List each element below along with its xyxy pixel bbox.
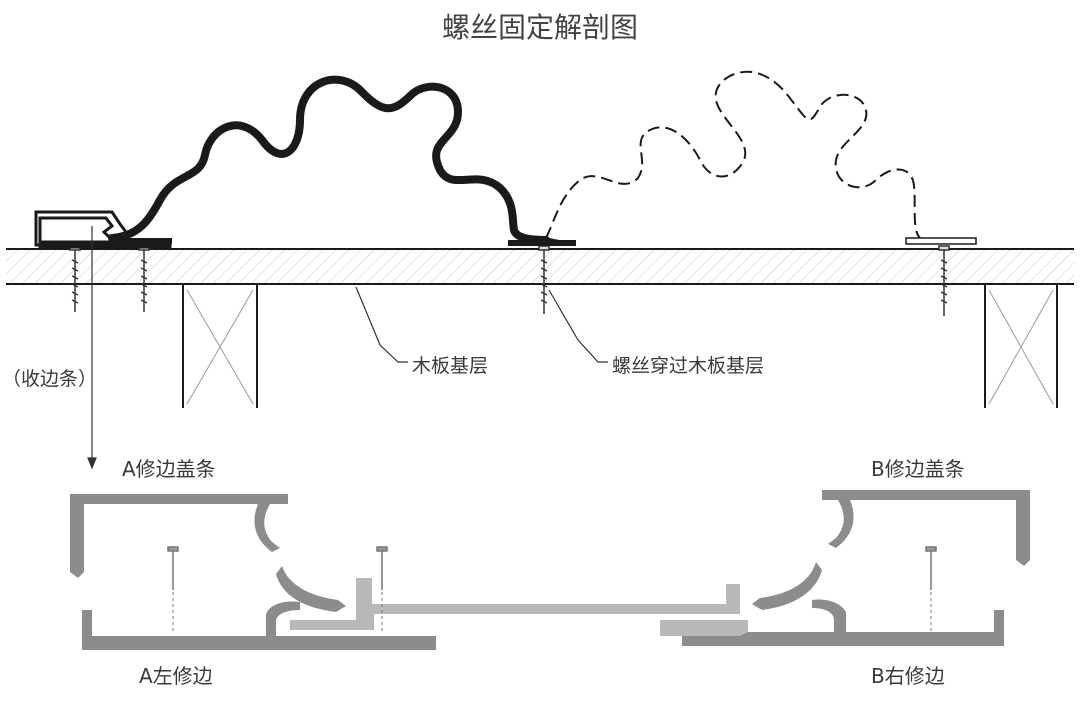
detail-arrow <box>87 226 97 470</box>
screw-through-label: 螺丝穿过木板基层 <box>612 355 765 377</box>
screw-3 <box>538 245 550 314</box>
wood-base-layer <box>6 248 1074 285</box>
solid-wavy-profile <box>108 75 550 244</box>
b-edge-label: B右修边 <box>871 664 945 688</box>
b-cover-jaw <box>752 562 822 610</box>
detail-screws <box>167 546 937 632</box>
solid-profile-foot-left <box>112 238 172 244</box>
a-cover-label: A修边盖条 <box>122 457 216 481</box>
screw-4 <box>938 245 950 316</box>
solid-profile-foot <box>508 240 576 246</box>
b-edge-base <box>682 599 1004 646</box>
a-cover-profile <box>70 494 288 578</box>
a-edge-base <box>82 601 436 650</box>
middle-flex-strip-right <box>660 620 748 636</box>
a-cover-jaw <box>276 566 346 612</box>
joist-left <box>182 285 258 408</box>
edge-strip-label: （收边条） <box>2 368 98 390</box>
dashed-profile-start <box>545 237 577 243</box>
joist-right <box>984 285 1058 408</box>
edge-strip-profile <box>34 210 172 249</box>
diagram-title: 螺丝固定解剖图 <box>441 11 638 44</box>
b-cover-profile <box>822 490 1030 566</box>
detail-screw-b <box>925 546 937 632</box>
dashed-profile-foot <box>905 237 977 245</box>
detail-screw-mid <box>376 546 388 632</box>
wood-layer-label: 木板基层 <box>412 355 489 377</box>
detail-screw-a <box>167 546 179 632</box>
a-edge-label: A左修边 <box>139 664 213 688</box>
b-cover-label: B修边盖条 <box>871 457 965 481</box>
dashed-wavy-profile <box>545 70 921 239</box>
leader-lines <box>355 286 608 363</box>
middle-flex-strip <box>290 578 740 630</box>
